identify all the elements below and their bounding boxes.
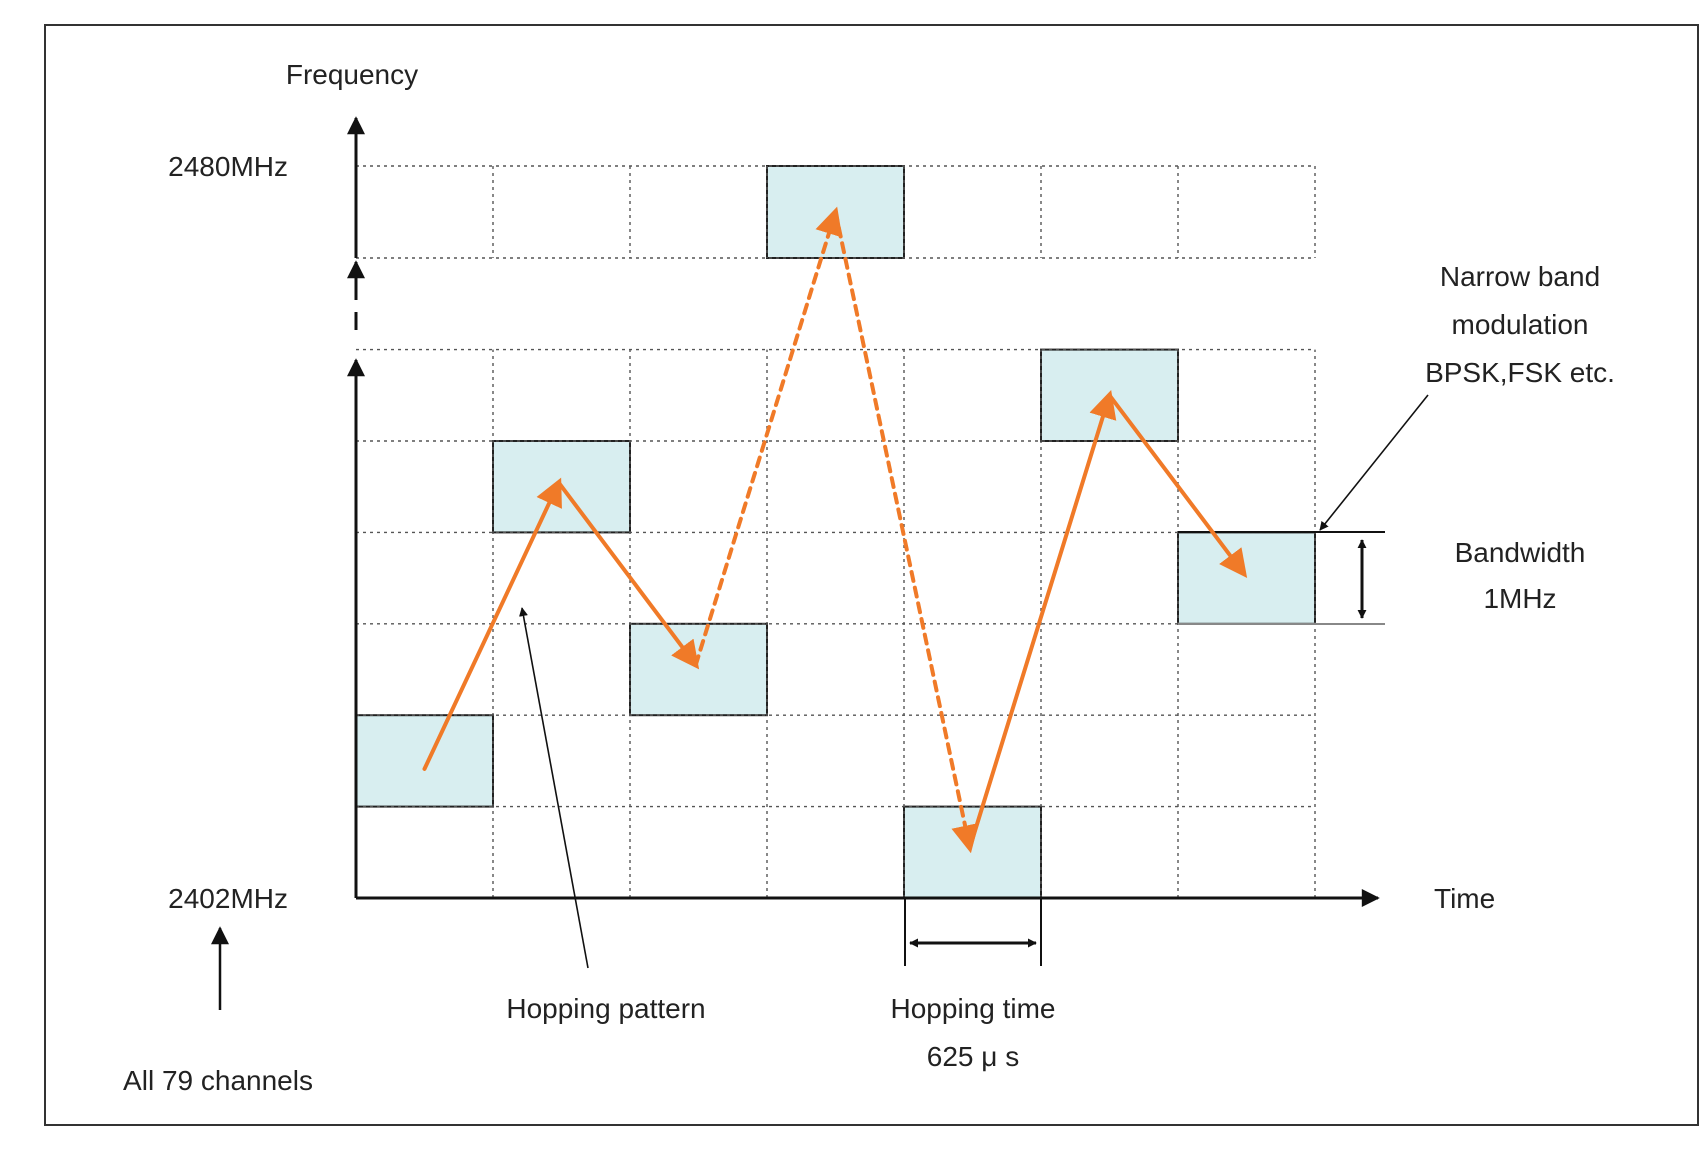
occupied-cell <box>629 622 768 717</box>
diagram-frame <box>44 24 1699 1126</box>
modulation-label-line2: modulation <box>1452 309 1589 340</box>
modulation-pointer <box>1319 394 1429 531</box>
hop-arrow <box>693 206 843 667</box>
hop-arrow <box>556 480 700 670</box>
hop-arrow <box>422 477 562 771</box>
occupied-cell <box>903 805 1042 899</box>
bottom-frequency-label: 2402MHz <box>168 883 288 914</box>
top-frequency-label: 2480MHz <box>168 151 288 182</box>
hopping-time-value: 625 μ s <box>927 1041 1019 1072</box>
hopping-pattern-label: Hopping pattern <box>506 993 705 1024</box>
hop-arrow <box>1107 393 1248 579</box>
hopping-pattern-arrows <box>422 206 1248 854</box>
annotation-arrows <box>211 394 1429 1010</box>
modulation-label-line1: Narrow band <box>1440 261 1600 292</box>
bandwidth-value: 1MHz <box>1483 583 1556 614</box>
axes <box>347 116 1380 907</box>
time-axis-label: Time <box>1434 883 1495 914</box>
all-channels-label: All 79 channels <box>123 1065 313 1096</box>
hop-arrow <box>833 210 979 854</box>
occupied-cell <box>1177 531 1316 625</box>
hopping-time-label: Hopping time <box>891 993 1056 1024</box>
occupied-channel-cells <box>355 165 1316 899</box>
hopping-pattern-pointer <box>519 607 589 969</box>
frequency-axis-label: Frequency <box>286 59 418 90</box>
modulation-label-line3: BPSK,FSK etc. <box>1425 357 1615 388</box>
labels: Frequency 2480MHz 2402MHz Time All 79 ch… <box>123 59 1615 1096</box>
occupied-cell <box>355 714 494 808</box>
bandwidth-label: Bandwidth <box>1455 537 1586 568</box>
hop-arrow <box>967 389 1117 850</box>
